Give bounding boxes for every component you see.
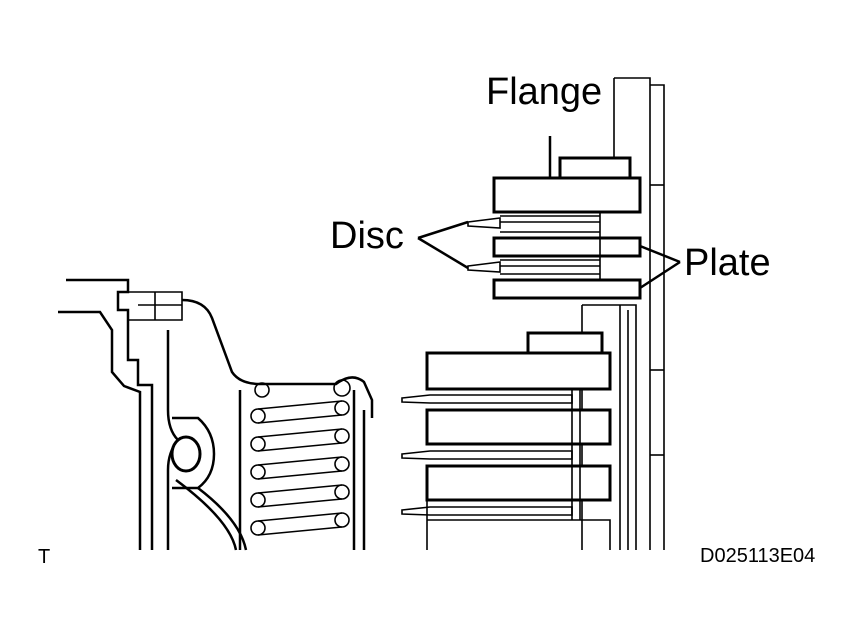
housing-wall xyxy=(581,77,665,550)
lower-disc-3 xyxy=(401,506,573,516)
lower-disc-2 xyxy=(401,450,573,460)
plate-2 xyxy=(492,278,642,300)
piston-housing xyxy=(58,278,374,551)
flange xyxy=(492,176,642,214)
plate-leader-2 xyxy=(639,260,681,290)
disc-leader-1 xyxy=(417,220,469,240)
flange-label: Flange xyxy=(486,71,602,113)
disc-label: Disc xyxy=(330,215,404,257)
disc-1 xyxy=(467,217,501,229)
figure-code: D025113E04 xyxy=(700,545,815,567)
seal-ring xyxy=(170,435,202,473)
upper-clutch-pack xyxy=(467,156,642,300)
leader-lines xyxy=(417,136,681,290)
lower-clutch-pack xyxy=(401,331,612,550)
disc-leader-2 xyxy=(417,236,469,270)
return-spring xyxy=(250,379,351,536)
plate-label: Plate xyxy=(684,242,771,284)
plate-1 xyxy=(492,236,642,258)
lower-flange xyxy=(425,351,612,391)
plate-leader-1 xyxy=(639,244,681,264)
corner-mark: T xyxy=(38,546,50,568)
lower-plate-2 xyxy=(425,464,612,502)
lower-disc-1 xyxy=(401,394,573,404)
lower-plate-1 xyxy=(425,408,612,446)
disc-2 xyxy=(467,261,501,273)
